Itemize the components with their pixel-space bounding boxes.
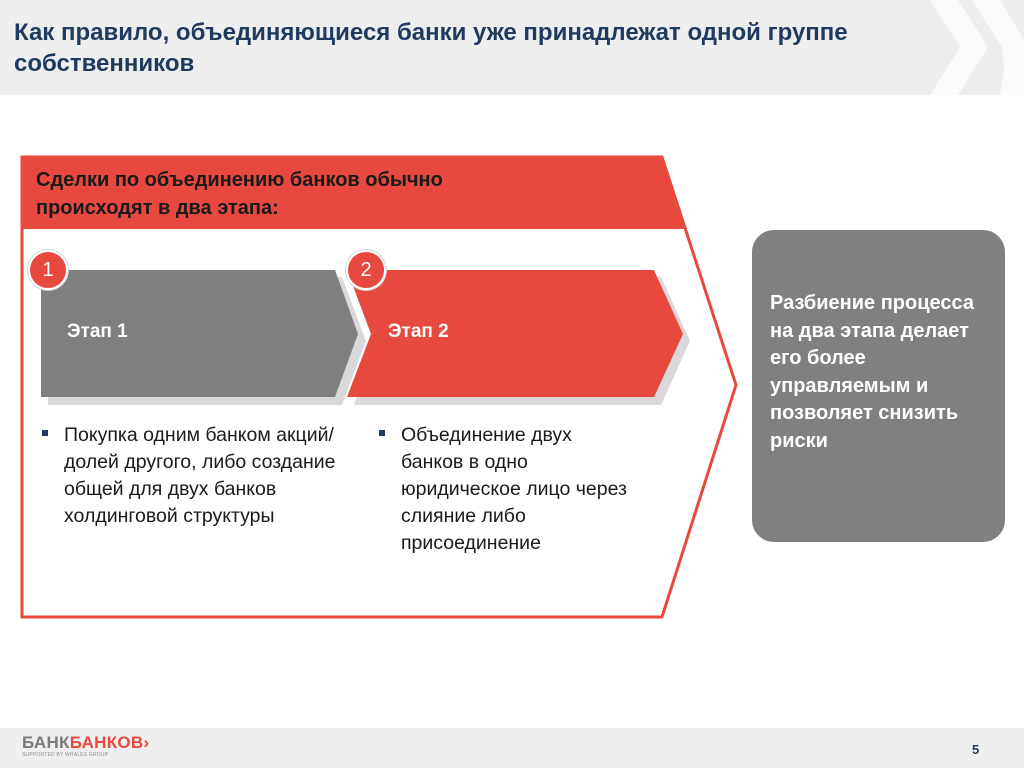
page-number: 5 [972, 742, 980, 757]
frame-header-band [22, 157, 684, 229]
callout-text: Разбиение процесса на два этапа делает е… [770, 292, 974, 452]
stage-1-label: Этап 1 [67, 321, 128, 342]
logo-tagline: SUPPORTED BY WHALES GROUP [22, 752, 109, 758]
stage-1-description: Покупка одним банком акций/долей другого… [42, 422, 347, 530]
callout-box [752, 230, 1005, 542]
stage-1-badge: 1 [28, 250, 68, 290]
header-bar [0, 0, 1024, 95]
header-chevron-decoration [930, 0, 1024, 95]
logo-text-bank: БАНК [22, 733, 70, 752]
company-logo: БАНКБАНКОВ› SUPPORTED BY WHALES GROUP [22, 733, 149, 758]
frame-title: Сделки по объединению банков обычно прои… [36, 169, 443, 219]
stage-2-arrow [347, 270, 690, 405]
stage-1-arrow [41, 270, 366, 405]
stage-2-badge: 2 [346, 250, 386, 290]
stage-2-bullet-list: Объединение двух банков в одно юридическ… [379, 422, 639, 557]
logo-chevron-icon: › [143, 733, 150, 752]
stage-1-bullet-list: Покупка одним банком акций/долей другого… [42, 422, 347, 530]
stage-2-description: Объединение двух банков в одно юридическ… [379, 422, 639, 557]
footer-bar [0, 728, 1024, 768]
page-title: Как правило, объединяющиеся банки уже пр… [14, 19, 848, 77]
logo-text-bankov: БАНКОВ [69, 733, 144, 752]
stage-2-label: Этап 2 [388, 321, 449, 342]
